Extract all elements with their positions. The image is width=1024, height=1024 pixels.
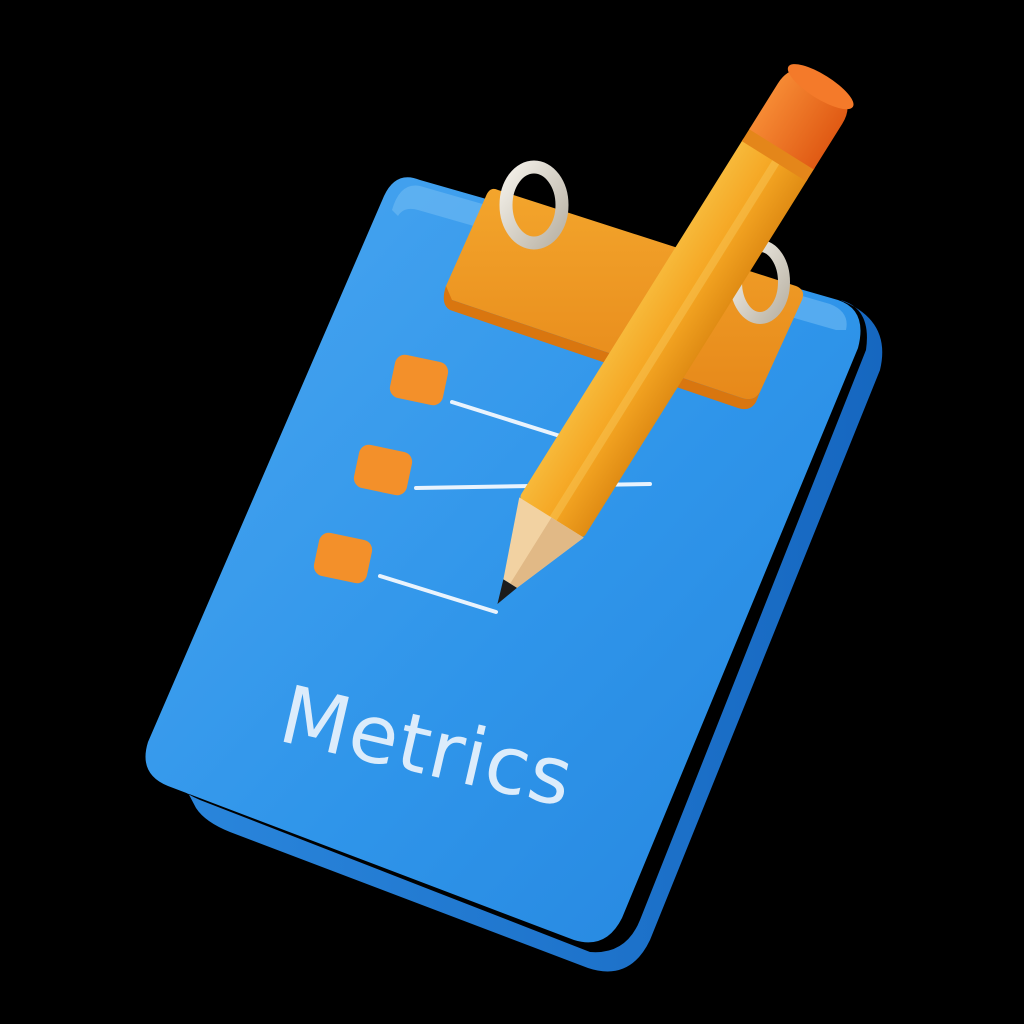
eraser-top	[787, 64, 854, 110]
checkbox-icon	[313, 532, 373, 584]
checkbox-icon	[353, 444, 413, 496]
pencil-tip	[497, 579, 517, 604]
pencil-icon	[497, 64, 854, 604]
pencil-facet	[548, 153, 784, 523]
pencil-wood-shade	[510, 517, 584, 588]
checklist-line	[450, 400, 562, 438]
ring-left	[499, 160, 569, 250]
checklist-line	[378, 574, 498, 614]
checkbox-icon	[389, 354, 449, 406]
pencil-band	[741, 127, 815, 182]
